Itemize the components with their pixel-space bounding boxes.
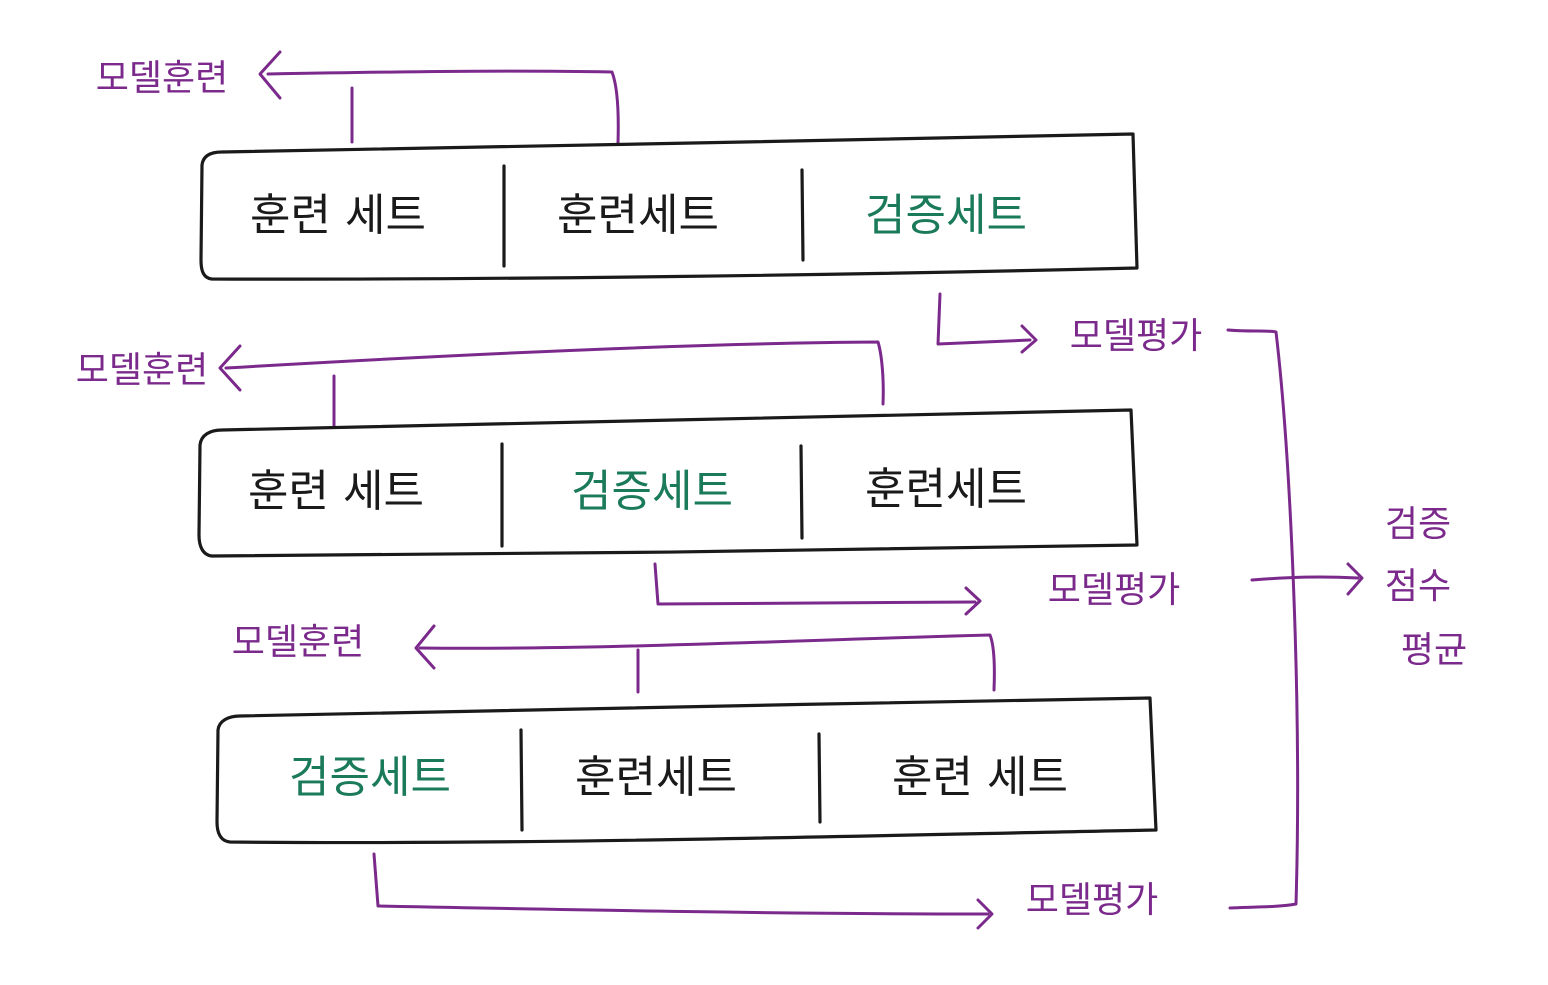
fold-2-segment-2: 검증세트 <box>571 466 733 517</box>
fold-3-eval-arrowhead <box>976 898 994 930</box>
fold-1-train-arrow <box>266 69 620 145</box>
fold-3-train-label: 모델훈련 <box>232 622 364 663</box>
aggregation-bracket <box>1226 328 1300 910</box>
fold-2-train-arrowhead <box>218 344 242 392</box>
fold-1-eval-label: 모델평가 <box>1070 316 1202 357</box>
average-score-line-3: 평균 <box>1401 630 1467 671</box>
fold-1-eval-arrowhead <box>1020 324 1038 354</box>
fold-3: 모델훈련 검증세트 훈련세트 훈련 세트 모델평가 <box>215 622 1158 930</box>
fold-1-segment-1: 훈련 세트 <box>250 190 426 241</box>
fold-1-box <box>199 132 1139 281</box>
average-score-label: 검증 점수 평균 <box>1385 504 1467 671</box>
average-score-line-2: 점수 <box>1385 566 1451 607</box>
fold-2-eval-label: 모델평가 <box>1048 570 1180 611</box>
fold-3-box <box>215 696 1158 845</box>
aggregation-arrowhead <box>1346 562 1364 596</box>
fold-2-eval-arrow <box>653 562 977 606</box>
fold-3-segment-2: 훈련세트 <box>575 752 737 803</box>
fold-1-train-arrowhead <box>258 50 282 100</box>
fold-3-train-arrowhead <box>414 624 436 670</box>
fold-1-train-label: 모델훈련 <box>96 58 228 99</box>
fold-3-train-arrow <box>418 633 996 692</box>
fold-3-segment-1: 검증세트 <box>289 752 451 803</box>
fold-1-divider-2 <box>800 168 805 262</box>
fold-3-divider-2 <box>817 732 822 824</box>
fold-3-segment-3: 훈련 세트 <box>892 752 1068 803</box>
fold-3-eval-arrow <box>372 852 990 916</box>
aggregation-arrow <box>1250 575 1360 582</box>
fold-2-box <box>197 408 1139 558</box>
fold-2: 모델훈련 훈련 세트 검증세트 훈련세트 모델평가 <box>76 340 1180 616</box>
fold-1-segment-3: 검증세트 <box>865 190 1027 241</box>
fold-2-segment-1: 훈련 세트 <box>248 466 424 517</box>
fold-2-train-label: 모델훈련 <box>76 350 208 391</box>
fold-3-eval-label: 모델평가 <box>1026 880 1158 921</box>
fold-1-segment-2: 훈련세트 <box>557 190 719 241</box>
fold-2-train-arrow <box>224 340 885 406</box>
aggregation: 검증 점수 평균 <box>1226 328 1467 910</box>
fold-2-divider-2 <box>799 444 804 540</box>
fold-1-eval-arrow <box>936 292 1032 346</box>
fold-2-eval-arrowhead <box>964 586 982 616</box>
fold-3-divider-1 <box>519 728 524 832</box>
average-score-line-1: 검증 <box>1385 504 1451 545</box>
fold-2-segment-3: 훈련세트 <box>865 464 1027 515</box>
fold-1: 모델훈련 훈련 세트 훈련세트 검증세트 모델평가 <box>96 50 1202 357</box>
